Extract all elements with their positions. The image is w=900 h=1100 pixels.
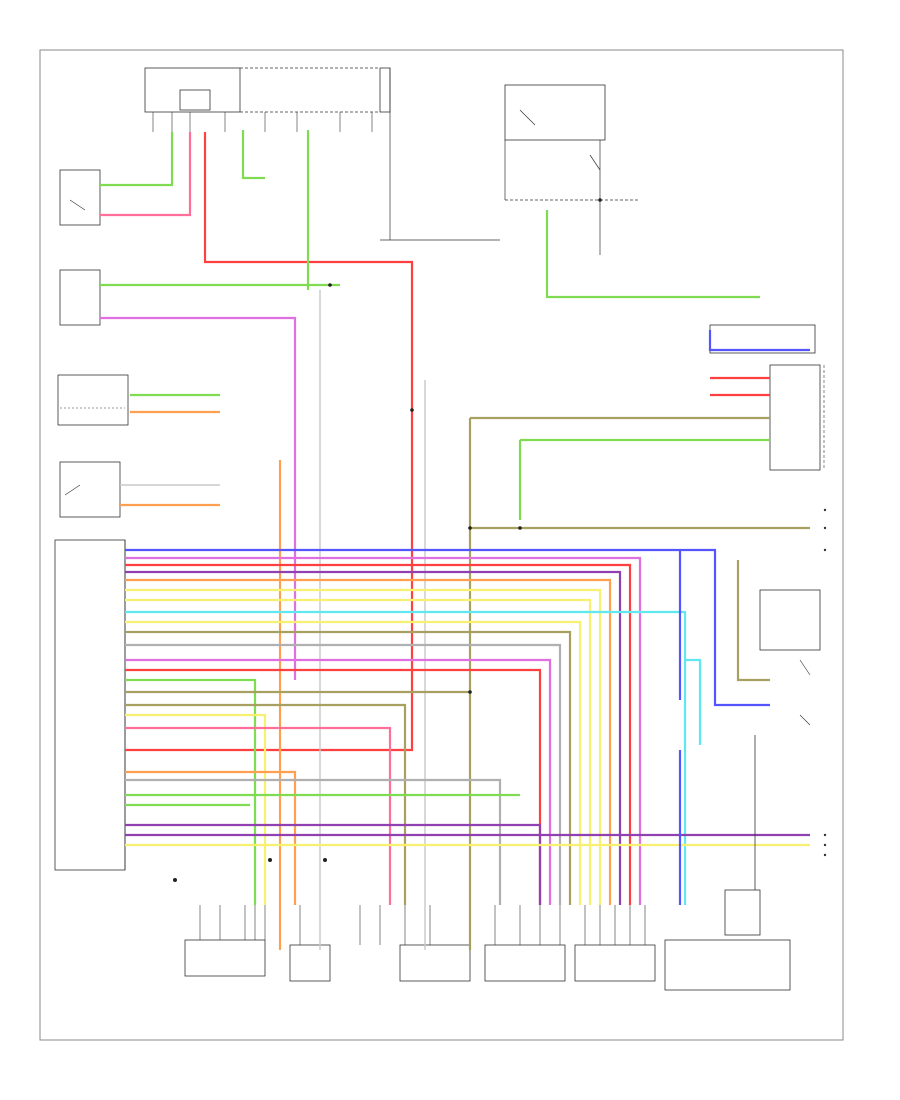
top-fuse-box bbox=[144, 67, 500, 241]
bottom-pins bbox=[199, 905, 646, 945]
top-right-relay bbox=[504, 84, 640, 255]
wire-cu-olive3 bbox=[125, 703, 407, 905]
right-connector-top bbox=[709, 324, 816, 354]
wire-pink-s2 bbox=[100, 316, 297, 680]
wires bbox=[100, 130, 810, 950]
left-sensor-2 bbox=[59, 269, 101, 326]
wire-cu-yellow1 bbox=[125, 588, 602, 905]
wire-cu-pink bbox=[125, 726, 392, 905]
wire-green-right bbox=[545, 210, 760, 299]
wire-cu-magenta2 bbox=[125, 658, 552, 905]
bottom-module-6 bbox=[664, 889, 791, 991]
wire-cu-yellow3 bbox=[125, 620, 582, 905]
wire-cu-purple2 bbox=[125, 823, 542, 905]
diagram-border bbox=[39, 49, 844, 1041]
wire-cyan-right bbox=[685, 658, 702, 745]
wire-olive-right2 bbox=[736, 560, 770, 682]
left-sensor-3 bbox=[57, 374, 129, 426]
right-sensor-low bbox=[799, 714, 811, 726]
wire-cu-yellow2 bbox=[125, 598, 592, 905]
wire-pink-top bbox=[100, 132, 192, 217]
wire-cu-olive1 bbox=[125, 630, 572, 905]
wire-red-switch bbox=[710, 376, 770, 397]
wire-cu-purple1 bbox=[125, 570, 622, 905]
bottom-module-1 bbox=[184, 939, 266, 977]
wire-cu-blue bbox=[125, 548, 770, 707]
wire-olive-right bbox=[468, 416, 770, 950]
wire-blue-top bbox=[708, 330, 810, 352]
left-sensor-4 bbox=[59, 461, 121, 518]
wire-cu-cyan bbox=[125, 610, 687, 905]
wire-cu-green1 bbox=[125, 678, 257, 905]
bottom-module-2 bbox=[289, 944, 331, 982]
wire-cu-gray1 bbox=[125, 643, 562, 905]
right-switch-block bbox=[769, 364, 825, 471]
bottom-module-3 bbox=[399, 944, 471, 982]
wire-green-fuse bbox=[241, 130, 265, 180]
bottom-module-4 bbox=[484, 944, 566, 982]
wire-cu-gray2 bbox=[125, 778, 502, 905]
wire-cu-magenta1 bbox=[125, 556, 642, 905]
wire-green-top bbox=[100, 132, 174, 187]
wire-cu-yellow4 bbox=[125, 713, 267, 905]
bottom-module-5 bbox=[574, 944, 656, 982]
wire-green-switch bbox=[518, 438, 770, 520]
right-terminals bbox=[823, 508, 827, 857]
right-sensor-mid bbox=[759, 589, 821, 676]
wire-cu-orange2 bbox=[125, 770, 297, 905]
left-sensor-1 bbox=[59, 169, 101, 226]
wire-cu-red1 bbox=[125, 563, 632, 905]
junction-dots bbox=[173, 198, 602, 882]
wire-cu-orange1 bbox=[125, 578, 612, 905]
wire-red-long bbox=[125, 132, 414, 752]
main-control-unit bbox=[54, 539, 126, 871]
